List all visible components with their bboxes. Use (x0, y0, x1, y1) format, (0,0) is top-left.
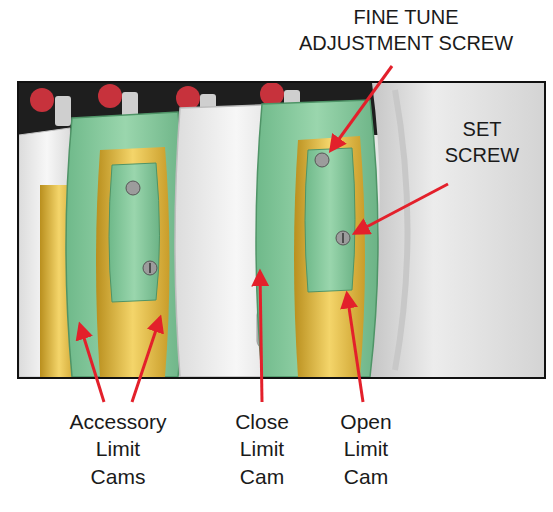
screw (143, 261, 157, 275)
leader-line (132, 318, 160, 402)
open-cam (256, 100, 378, 377)
switch-button (30, 88, 54, 112)
gold-hub (96, 147, 170, 377)
frame-border (18, 82, 545, 378)
leader-line (260, 272, 262, 402)
housing (360, 83, 544, 377)
leader-line (80, 325, 104, 402)
leader-line (355, 184, 448, 233)
green-cam (256, 100, 378, 377)
callout-label: SET SCREW (445, 116, 519, 168)
green-cam-inner (109, 163, 160, 302)
switch-button (260, 82, 284, 106)
part-label: Open Limit Cam (340, 408, 391, 490)
switch-lever (55, 96, 71, 126)
frame-ground (18, 82, 545, 378)
housing-ring (395, 90, 408, 370)
screw-slot (342, 233, 344, 243)
part-label: Accessory Limit Cams (70, 408, 167, 490)
switch-button (98, 84, 122, 108)
switch-button (176, 86, 200, 110)
screw (126, 181, 140, 195)
screw (315, 153, 329, 167)
leader-line (331, 66, 392, 150)
screw-slot (149, 263, 151, 273)
leader-line (347, 294, 363, 402)
leader-lines (80, 66, 448, 402)
screw (336, 231, 350, 245)
illustration-frame (18, 82, 545, 378)
callout-label: FINE TUNE ADJUSTMENT SCREW (299, 4, 514, 56)
part-label: Close Limit Cam (235, 408, 289, 490)
green-cam-inner (305, 148, 355, 292)
